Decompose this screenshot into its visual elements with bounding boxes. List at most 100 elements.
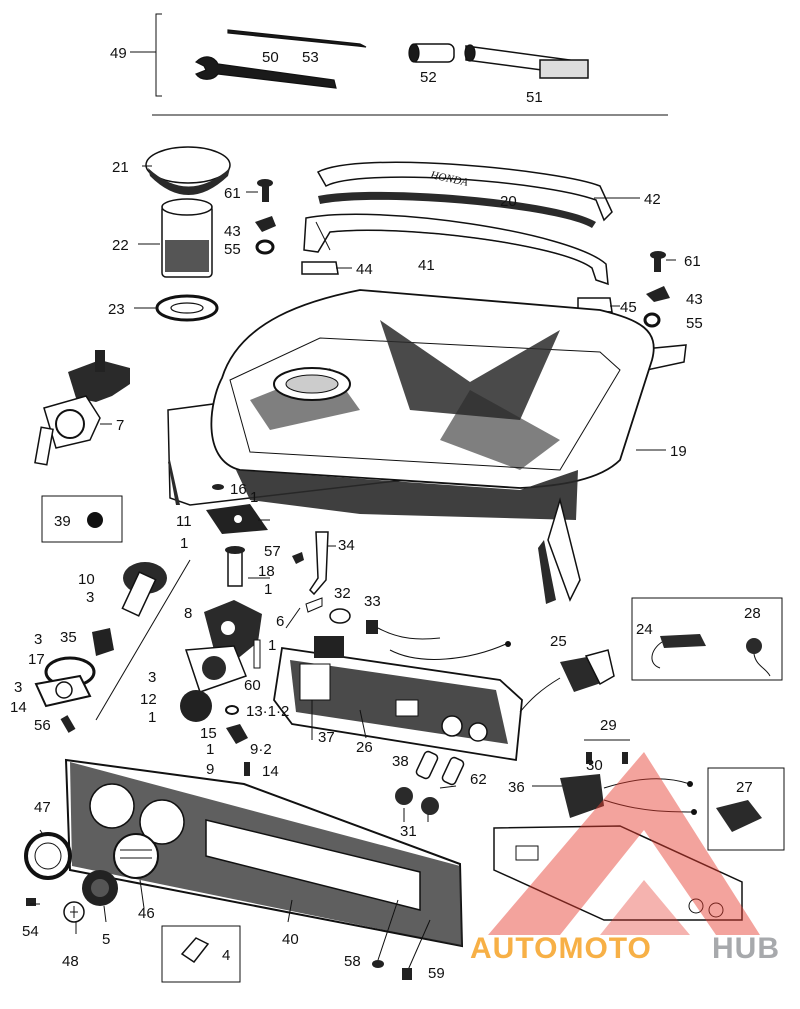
part-label: 51 <box>526 89 543 106</box>
part-label: 40 <box>282 931 299 948</box>
part-label: 50 <box>262 49 279 66</box>
part-label: 62 <box>470 771 487 788</box>
watermark-logo <box>488 752 760 935</box>
watermark-text-auto: AUTOMOTO <box>470 932 652 965</box>
instrument-panel <box>64 758 464 948</box>
grommet-box <box>41 495 123 543</box>
part-label: 1 <box>268 637 276 654</box>
fuel-cock-part <box>34 350 130 466</box>
part-label: 55 <box>686 315 703 332</box>
part-label: 5 <box>102 931 110 948</box>
part-label: 16 <box>230 481 247 498</box>
tank-cover-group: HONDA <box>301 161 613 313</box>
filler-cap-group <box>145 146 231 322</box>
part-label: 10 <box>78 571 95 588</box>
part-label: 3 <box>14 679 22 696</box>
part-label: 48 <box>62 953 79 970</box>
part-label: 59 <box>428 965 445 982</box>
part-label: 4 <box>222 947 230 964</box>
bulb-parts <box>395 750 465 815</box>
part-label: 38 <box>392 753 409 770</box>
bulb-box <box>631 597 783 681</box>
instrument-housing <box>273 608 523 762</box>
part-label: 27 <box>736 779 753 796</box>
part-label: 45 <box>620 299 637 316</box>
part-label: 55 <box>224 241 241 258</box>
part-label: 9·2 <box>250 741 272 758</box>
part-label: 8 <box>184 605 192 622</box>
part-label: 58 <box>344 953 361 970</box>
part-label: 46 <box>138 905 155 922</box>
part-label: 36 <box>508 779 525 796</box>
part-label: 13·1·2 <box>246 703 289 720</box>
pin-box <box>161 925 241 983</box>
wrench-part <box>194 56 337 89</box>
part-label: 33 <box>364 593 381 610</box>
part-label: 32 <box>334 585 351 602</box>
part-label: 3 <box>86 589 94 606</box>
part-label: 61 <box>224 185 241 202</box>
ignition-switch-group <box>180 600 262 776</box>
part-label: 44 <box>356 261 373 278</box>
part-label: 26 <box>356 739 373 756</box>
part-label: 42 <box>644 191 661 208</box>
part-label: 6 <box>276 613 284 630</box>
part-label: 20 <box>500 193 517 210</box>
bracket-parts <box>206 484 268 587</box>
tool-kit-group <box>130 13 668 116</box>
fuel-tank <box>167 289 687 604</box>
part-label: 29 <box>600 717 617 734</box>
plug-wrench-part <box>464 44 589 79</box>
part-label: 28 <box>744 605 761 622</box>
leader-lines <box>30 165 676 934</box>
socket-part <box>408 43 455 63</box>
part-label: 19 <box>670 443 687 460</box>
part-label: 53 <box>302 49 319 66</box>
part-label: 47 <box>34 799 51 816</box>
part-label: 35 <box>60 629 77 646</box>
part-label: 43 <box>224 223 241 240</box>
part-label: 15 <box>200 725 217 742</box>
part-label: 3 <box>148 669 156 686</box>
part-label: 37 <box>318 729 335 746</box>
part-label: 31 <box>400 823 417 840</box>
part-label: 18 <box>258 563 275 580</box>
part-label: 21 <box>112 159 129 176</box>
part-label: 61 <box>684 253 701 270</box>
part-label: 39 <box>54 513 71 530</box>
box-27 <box>707 767 785 851</box>
part-number-labels: 49 50 53 52 51 21 22 23 61 43 55 20 42 4… <box>10 45 761 982</box>
part-label: 56 <box>34 717 51 734</box>
bracket-34-group <box>292 531 329 613</box>
part-label: 23 <box>108 301 125 318</box>
part-label: 17 <box>28 651 45 668</box>
part-label: 1 <box>148 709 156 726</box>
connector-25-part <box>519 649 615 713</box>
part-label: 14 <box>262 763 279 780</box>
part-label: 49 <box>110 45 127 62</box>
switch-10-part <box>95 559 191 721</box>
part-label: 14 <box>10 699 27 716</box>
part-label: 57 <box>264 543 281 560</box>
part-label: 7 <box>116 417 124 434</box>
part-label: 54 <box>22 923 39 940</box>
part-label: 43 <box>686 291 703 308</box>
part-label: 9 <box>206 761 214 778</box>
lower-housing <box>493 739 743 921</box>
ring-parts <box>34 628 114 733</box>
part-label: 1 <box>180 535 188 552</box>
part-label: 60 <box>244 677 261 694</box>
part-label: 3 <box>34 631 42 648</box>
watermark-text-hub: HUB <box>712 932 780 965</box>
part-label: 34 <box>338 537 355 554</box>
part-label: 11 <box>176 513 192 530</box>
part-label: 52 <box>420 69 437 86</box>
screwdriver-part <box>227 29 367 48</box>
part-label: 22 <box>112 237 129 254</box>
part-label: 12 <box>140 691 157 708</box>
part-label: 1 <box>206 741 214 758</box>
part-label: 30 <box>586 757 603 774</box>
part-label: 1 <box>264 581 272 598</box>
gauge-parts <box>24 832 159 923</box>
